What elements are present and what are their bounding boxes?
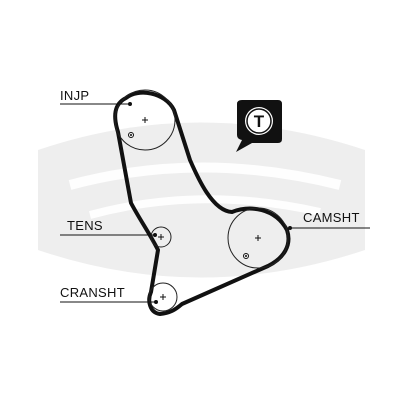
camshaft-leader-dot <box>288 226 292 230</box>
injection-pump-center-mark <box>142 117 148 123</box>
tool-badge-letter: T <box>254 112 265 131</box>
camshaft-label: CAMSHT <box>303 210 360 225</box>
gates-watermark-logo <box>38 122 365 278</box>
camshaft-pulley <box>227 207 289 269</box>
camshaft-center-mark <box>255 235 261 241</box>
tensioner-pulley <box>150 226 172 248</box>
camshaft-timing-dot <box>243 253 249 259</box>
tensioner-label: TENS <box>67 218 103 233</box>
tool-badge-ring <box>245 107 273 135</box>
injection-pump-pulley <box>114 89 176 151</box>
crankshaft-leader-dot <box>154 300 158 304</box>
tensioner-leader-dot <box>153 233 157 237</box>
injection-pump-leader-dot <box>128 102 132 106</box>
crankshaft-center-mark <box>160 294 166 300</box>
crankshaft-label: CRANSHT <box>60 285 125 300</box>
injection-pump-label: INJP <box>60 88 89 103</box>
crankshaft-pulley <box>148 282 178 312</box>
watermark-stripe <box>88 195 321 219</box>
tool-badge-icon: T <box>236 100 282 152</box>
tensioner-center-mark <box>158 234 164 240</box>
injection-pump-timing-dot <box>128 132 134 138</box>
watermark-stripe <box>68 162 342 190</box>
